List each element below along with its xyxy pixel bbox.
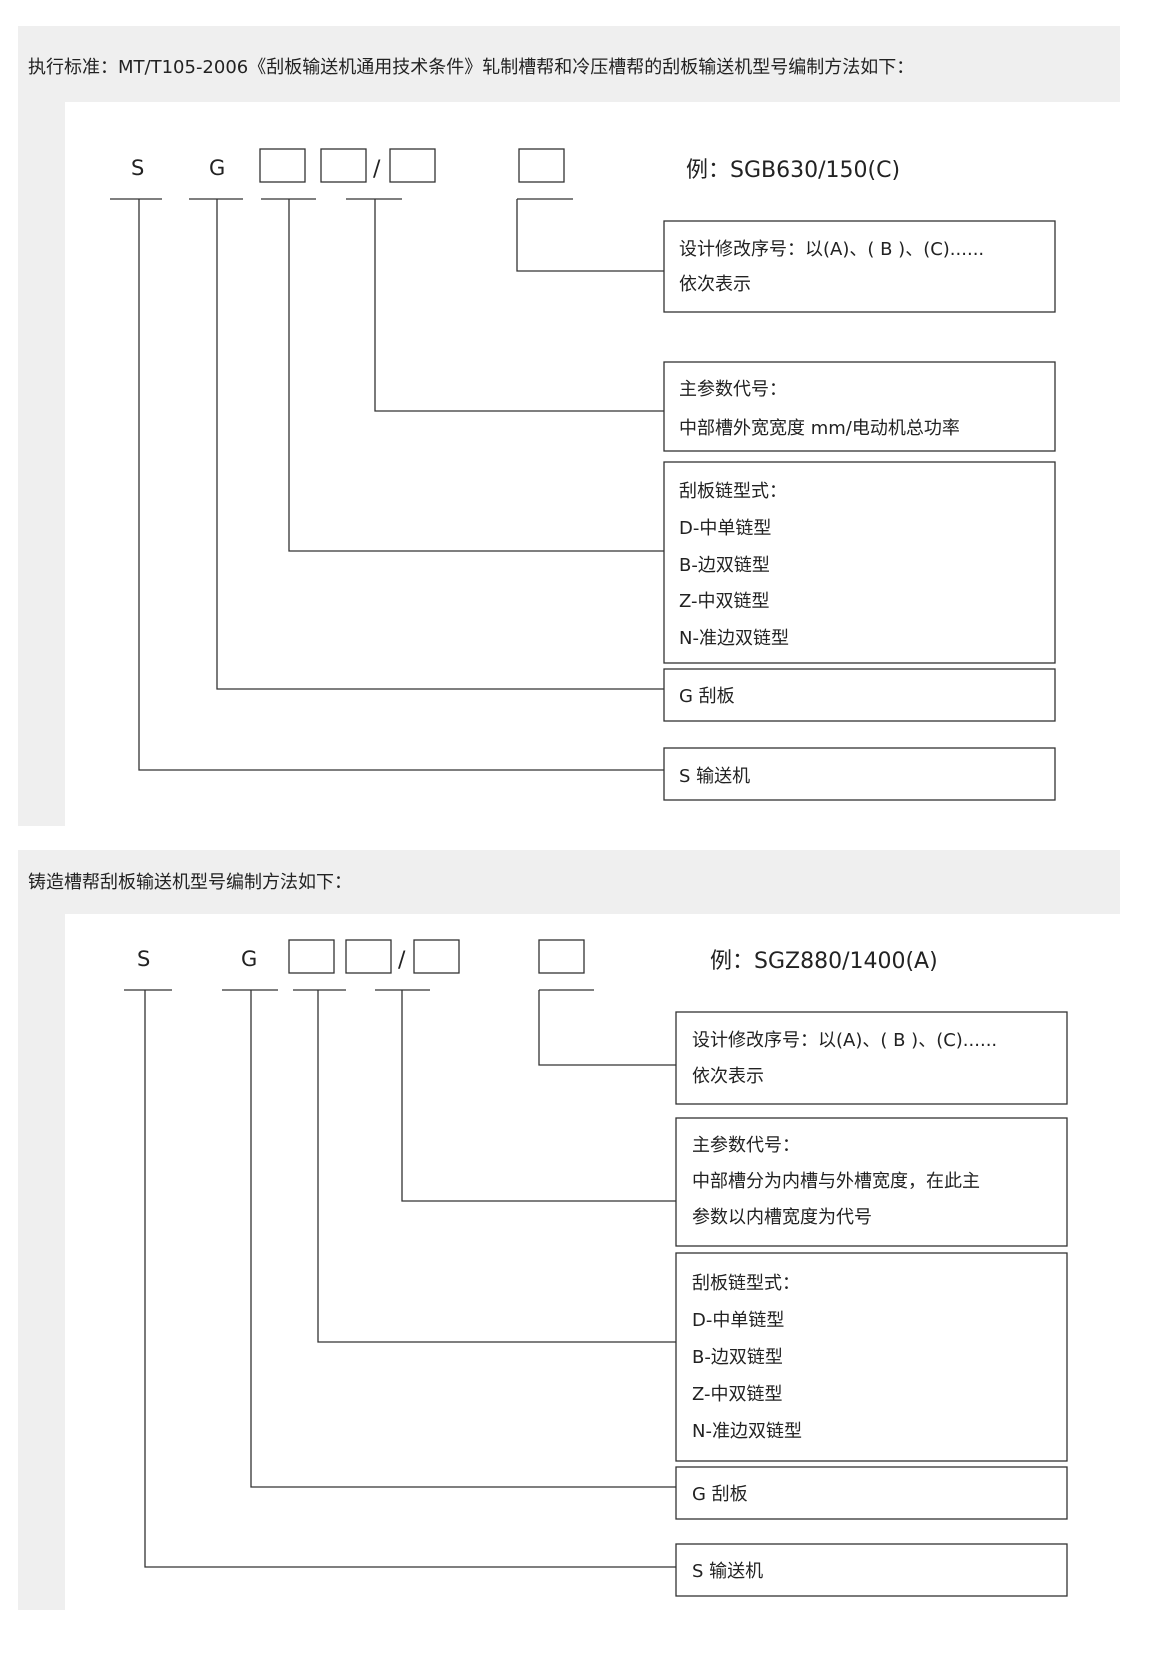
s1-connector-scraper [216,199,664,690]
s1-revision-line-1: 设计修改序号：以(A)、( B )、(C)...... [679,239,984,260]
s2-code-box-2 [345,939,392,974]
s2-code-box-1 [288,939,335,974]
s2-param-line-2: 中部槽分为内槽与外槽宽度，在此主 [692,1171,980,1192]
s1-chain-line-4: Z-中双链型 [679,591,770,612]
s2-chain-line-1: 刮板链型式： [692,1273,800,1294]
s2-revision-box [675,1011,1068,1105]
s2-param-box [675,1117,1068,1247]
s2-connector-chain [317,990,676,1343]
s1-chain-line-2: D-中单链型 [679,518,771,539]
s1-param-line-1: 主参数代号： [679,379,787,400]
s2-chain-box [675,1252,1068,1462]
s1-code-s: S [131,156,144,180]
s2-connector-param [401,990,676,1202]
s2-param-line-1: 主参数代号： [692,1135,800,1156]
s1-code-slash: / [373,157,381,182]
s1-example: 例：SGB630/150(C) [686,158,900,183]
s1-scraper-label: G 刮板 [679,686,735,707]
s1-chain-line-1: 刮板链型式： [679,481,787,502]
s2-revision-line-2: 依次表示 [692,1066,764,1087]
s2-code-slash: / [398,948,406,973]
s1-connector-chain [288,199,664,552]
section2-heading: 铸造槽帮刮板输送机型号编制方法如下： [28,872,352,893]
s1-revision-line-2: 依次表示 [679,274,751,295]
s2-example: 例：SGZ880/1400(A) [710,949,938,974]
s1-connector-revision [516,199,664,272]
s2-revision-line-1: 设计修改序号：以(A)、( B )、(C)...... [692,1030,997,1051]
section1-side-band [18,102,65,826]
s2-chain-line-2: D-中单链型 [692,1310,784,1331]
s2-chain-line-4: Z-中双链型 [692,1384,783,1405]
s2-connector-conveyor [144,990,676,1568]
s2-code-box-3 [413,939,460,974]
s1-param-box [663,361,1056,452]
s2-code-s: S [137,947,150,971]
s2-param-line-3: 参数以内槽宽度为代号 [692,1207,872,1228]
section2-side-band [18,914,65,1610]
s2-conveyor-label: S 输送机 [692,1561,763,1582]
s2-code-g: G [241,947,257,971]
s1-chain-box [663,461,1056,664]
s2-chain-line-5: N-准边双链型 [692,1421,802,1442]
s1-connector-param [374,199,664,412]
s1-code-box-3 [389,148,436,183]
s1-scraper-box [663,668,1056,722]
s2-chain-line-3: B-边双链型 [692,1347,783,1368]
s1-conveyor-label: S 输送机 [679,766,750,787]
s1-connector-conveyor [138,199,664,771]
s1-chain-line-5: N-准边双链型 [679,628,789,649]
s2-scraper-box [675,1466,1068,1520]
s2-connector-revision [538,990,676,1066]
s1-revision-box [663,220,1056,313]
s1-code-box-2 [320,148,367,183]
s1-code-box-4 [518,148,565,183]
s1-chain-line-3: B-边双链型 [679,555,770,576]
s2-conveyor-box [675,1543,1068,1597]
s2-connector-scraper [250,990,676,1488]
s1-param-line-2: 中部槽外宽宽度 mm/电动机总功率 [679,418,960,439]
section1-heading: 执行标准：MT/T105-2006《刮板输送机通用技术条件》轧制槽帮和冷压槽帮的… [28,57,915,78]
section1-header-band [18,26,1120,102]
s1-code-box-1 [259,148,306,183]
section2-header-band [18,850,1120,914]
s1-conveyor-box [663,747,1056,801]
s1-code-g: G [209,156,225,180]
s2-code-box-4 [538,939,585,974]
s2-scraper-label: G 刮板 [692,1484,748,1505]
